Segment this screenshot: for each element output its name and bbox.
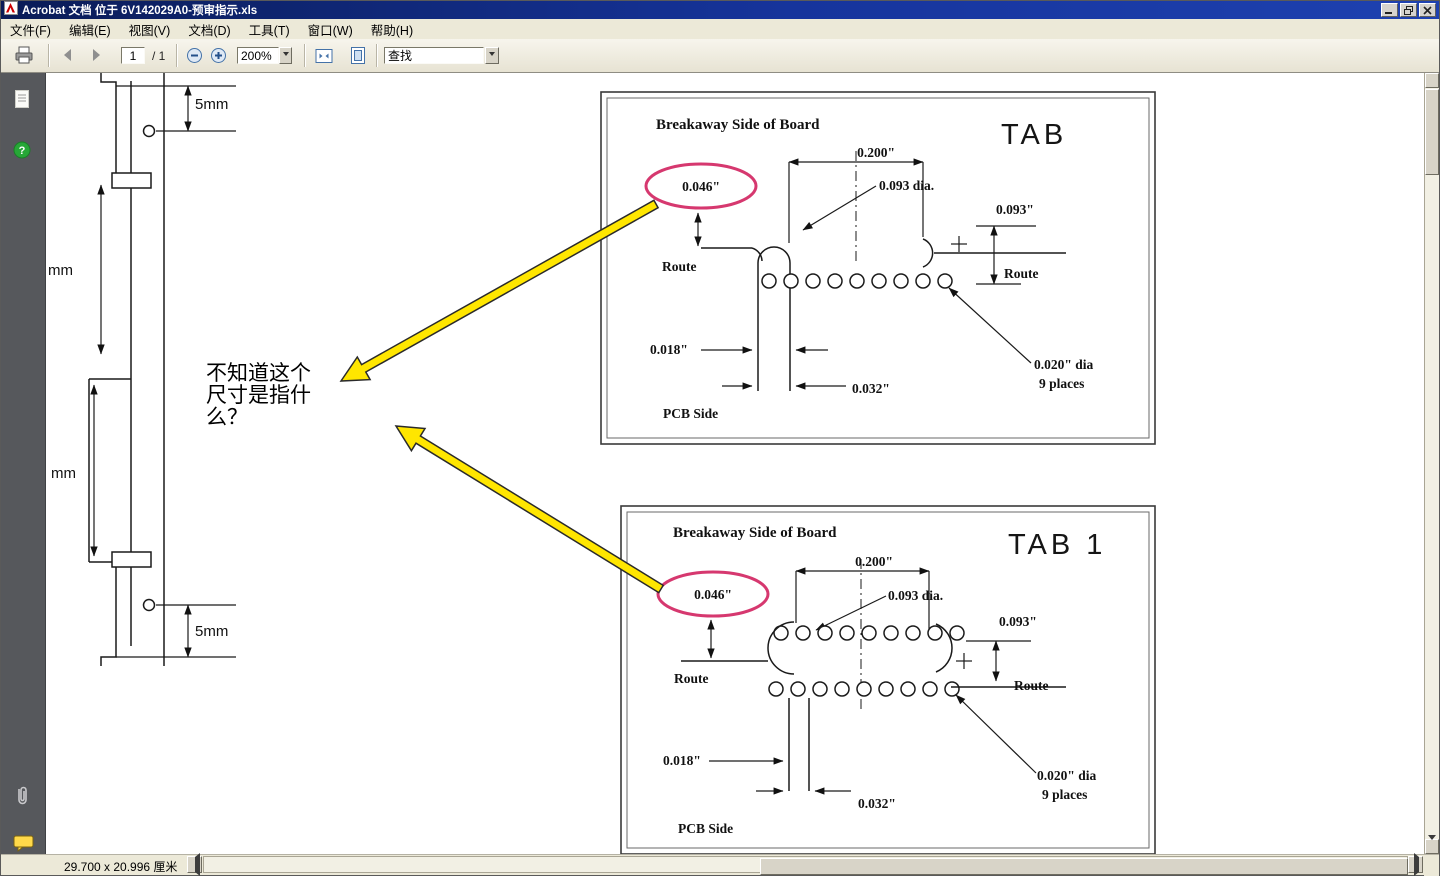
menu-window[interactable]: 窗口(W) bbox=[307, 23, 353, 38]
diagram-title: Breakaway Side of Board bbox=[656, 117, 820, 133]
scroll-down-button[interactable] bbox=[1425, 835, 1439, 859]
menubar: 文件(F) 编辑(E) 视图(V) 文档(D) 工具(T) 窗口(W) 帮助(H… bbox=[1, 19, 1439, 39]
print-button[interactable] bbox=[13, 45, 35, 65]
annotation-arrow-top bbox=[339, 199, 660, 382]
dim-0018-label: 0.018" bbox=[663, 753, 701, 768]
toolbar-separator bbox=[48, 44, 49, 67]
dim-0018-label: 0.018" bbox=[650, 342, 688, 357]
dim-0046-label: 0.046" bbox=[694, 587, 732, 602]
route-right-label: Route bbox=[1014, 678, 1049, 693]
pcb-side-label: PCB Side bbox=[663, 406, 718, 421]
annotation-line-2: 尺寸是指什 bbox=[206, 383, 311, 407]
comments-icon[interactable] bbox=[13, 835, 36, 858]
menu-edit[interactable]: 编辑(E) bbox=[68, 23, 111, 38]
statusbar: 29.700 x 20.996 厘米 bbox=[1, 853, 1439, 876]
help-glyph: ? bbox=[19, 145, 26, 157]
dim-0093-label: 0.093" bbox=[996, 202, 1034, 217]
route-left-label: Route bbox=[662, 259, 697, 274]
annotation-line-1: 不知道这个 bbox=[206, 361, 311, 385]
horizontal-scrollbar[interactable] bbox=[203, 856, 1408, 875]
dim-0200-label: 0.200" bbox=[857, 145, 895, 160]
diagram-tab: Breakaway Side of Board TAB 0.200" 0.093… bbox=[600, 91, 1156, 445]
toolbar-separator bbox=[304, 44, 305, 67]
left-panel-drawing: mm mm 5mm 5mm bbox=[48, 73, 236, 666]
toolbar-separator bbox=[176, 44, 177, 67]
tab-label: TAB bbox=[1001, 119, 1067, 151]
dim-0020-places-label: 9 places bbox=[1042, 787, 1087, 802]
dim-0093-label: 0.093" bbox=[999, 614, 1037, 629]
document-page: mm mm 5mm 5mm bbox=[46, 73, 1424, 854]
dim-0046-label: 0.046" bbox=[682, 179, 720, 194]
help-icon[interactable]: ? bbox=[13, 141, 31, 164]
find-input[interactable] bbox=[384, 47, 484, 64]
titlebar[interactable]: Acrobat 文档 位于 6V142029A0-预审指示.xls bbox=[1, 0, 1439, 20]
scrollbar-corner bbox=[1424, 855, 1439, 876]
menu-file[interactable]: 文件(F) bbox=[10, 23, 51, 38]
horizontal-scroll-thumb[interactable] bbox=[760, 858, 1408, 875]
pcb-side-label: PCB Side bbox=[678, 821, 733, 836]
tab-label: TAB 1 bbox=[1008, 529, 1106, 561]
zoom-level-input[interactable] bbox=[237, 47, 279, 64]
left-dim-lower-label: mm bbox=[51, 465, 76, 482]
find-dropdown-button[interactable] bbox=[485, 47, 499, 64]
menu-help[interactable]: 帮助(H) bbox=[370, 23, 414, 38]
dim-0093dia-label: 0.093 dia. bbox=[879, 178, 934, 193]
zoom-out-button[interactable] bbox=[185, 46, 205, 66]
toolbar: / 1 bbox=[1, 39, 1439, 73]
next-view-button[interactable] bbox=[86, 46, 106, 64]
page-count-label: / 1 bbox=[152, 49, 166, 63]
scroll-up-button[interactable] bbox=[1425, 70, 1439, 94]
attachments-paperclip-icon[interactable] bbox=[13, 785, 31, 813]
diagram-title: Breakaway Side of Board bbox=[673, 525, 837, 541]
menu-view[interactable]: 视图(V) bbox=[128, 23, 171, 38]
annotation-line-3: 么？ bbox=[206, 405, 248, 429]
toolbar-separator bbox=[376, 44, 377, 67]
vertical-scrollbar[interactable] bbox=[1424, 70, 1439, 859]
dim-0032-label: 0.032" bbox=[852, 381, 890, 396]
dim-0020-label: 0.020" dia bbox=[1037, 768, 1097, 783]
minimize-button[interactable] bbox=[1381, 3, 1398, 17]
menu-tools[interactable]: 工具(T) bbox=[248, 23, 290, 38]
zoom-dropdown-button[interactable] bbox=[279, 47, 292, 64]
annotation-text: 不知道这个 尺寸是指什 么？ bbox=[206, 361, 311, 429]
fit-page-button[interactable] bbox=[347, 45, 369, 66]
dim-0020-places-label: 9 places bbox=[1039, 376, 1084, 391]
dim-0200-label: 0.200" bbox=[855, 554, 893, 569]
scroll-left-button[interactable] bbox=[187, 853, 202, 876]
page-number-input[interactable] bbox=[121, 47, 145, 64]
acrobat-app-icon bbox=[4, 0, 18, 20]
left-dim-bottom-label: 5mm bbox=[195, 623, 228, 640]
navigation-sidebar: ? bbox=[1, 73, 46, 854]
left-dim-upper-label: mm bbox=[48, 262, 73, 279]
fit-width-button[interactable] bbox=[313, 46, 335, 66]
vertical-scroll-thumb[interactable] bbox=[1425, 89, 1439, 175]
menu-document[interactable]: 文档(D) bbox=[188, 23, 231, 38]
dim-0032-label: 0.032" bbox=[858, 796, 896, 811]
diagram-tab1: Breakaway Side of Board TAB 1 0.200" 0.0… bbox=[620, 505, 1156, 854]
page-dimensions: 29.700 x 20.996 厘米 bbox=[64, 860, 178, 874]
scroll-right-button[interactable] bbox=[1408, 853, 1423, 876]
highlight-ellipse-bottom bbox=[656, 570, 770, 618]
window-controls bbox=[1381, 3, 1439, 17]
pages-panel-icon[interactable] bbox=[13, 89, 32, 115]
previous-view-button[interactable] bbox=[58, 46, 78, 64]
route-left-label: Route bbox=[674, 671, 709, 686]
left-dim-top-label: 5mm bbox=[195, 96, 228, 113]
document-canvas: mm mm 5mm 5mm bbox=[48, 73, 1156, 854]
window-title: Acrobat 文档 位于 6V142029A0-预审指示.xls bbox=[22, 5, 258, 17]
dim-0093dia-label: 0.093 dia. bbox=[888, 588, 943, 603]
close-button[interactable] bbox=[1419, 3, 1436, 17]
zoom-in-button[interactable] bbox=[209, 46, 229, 66]
restore-button[interactable] bbox=[1400, 3, 1417, 17]
highlight-ellipse-top bbox=[644, 162, 758, 210]
annotation-arrow-bottom bbox=[394, 425, 665, 594]
dim-0020-label: 0.020" dia bbox=[1034, 357, 1094, 372]
route-right-label: Route bbox=[1004, 266, 1039, 281]
